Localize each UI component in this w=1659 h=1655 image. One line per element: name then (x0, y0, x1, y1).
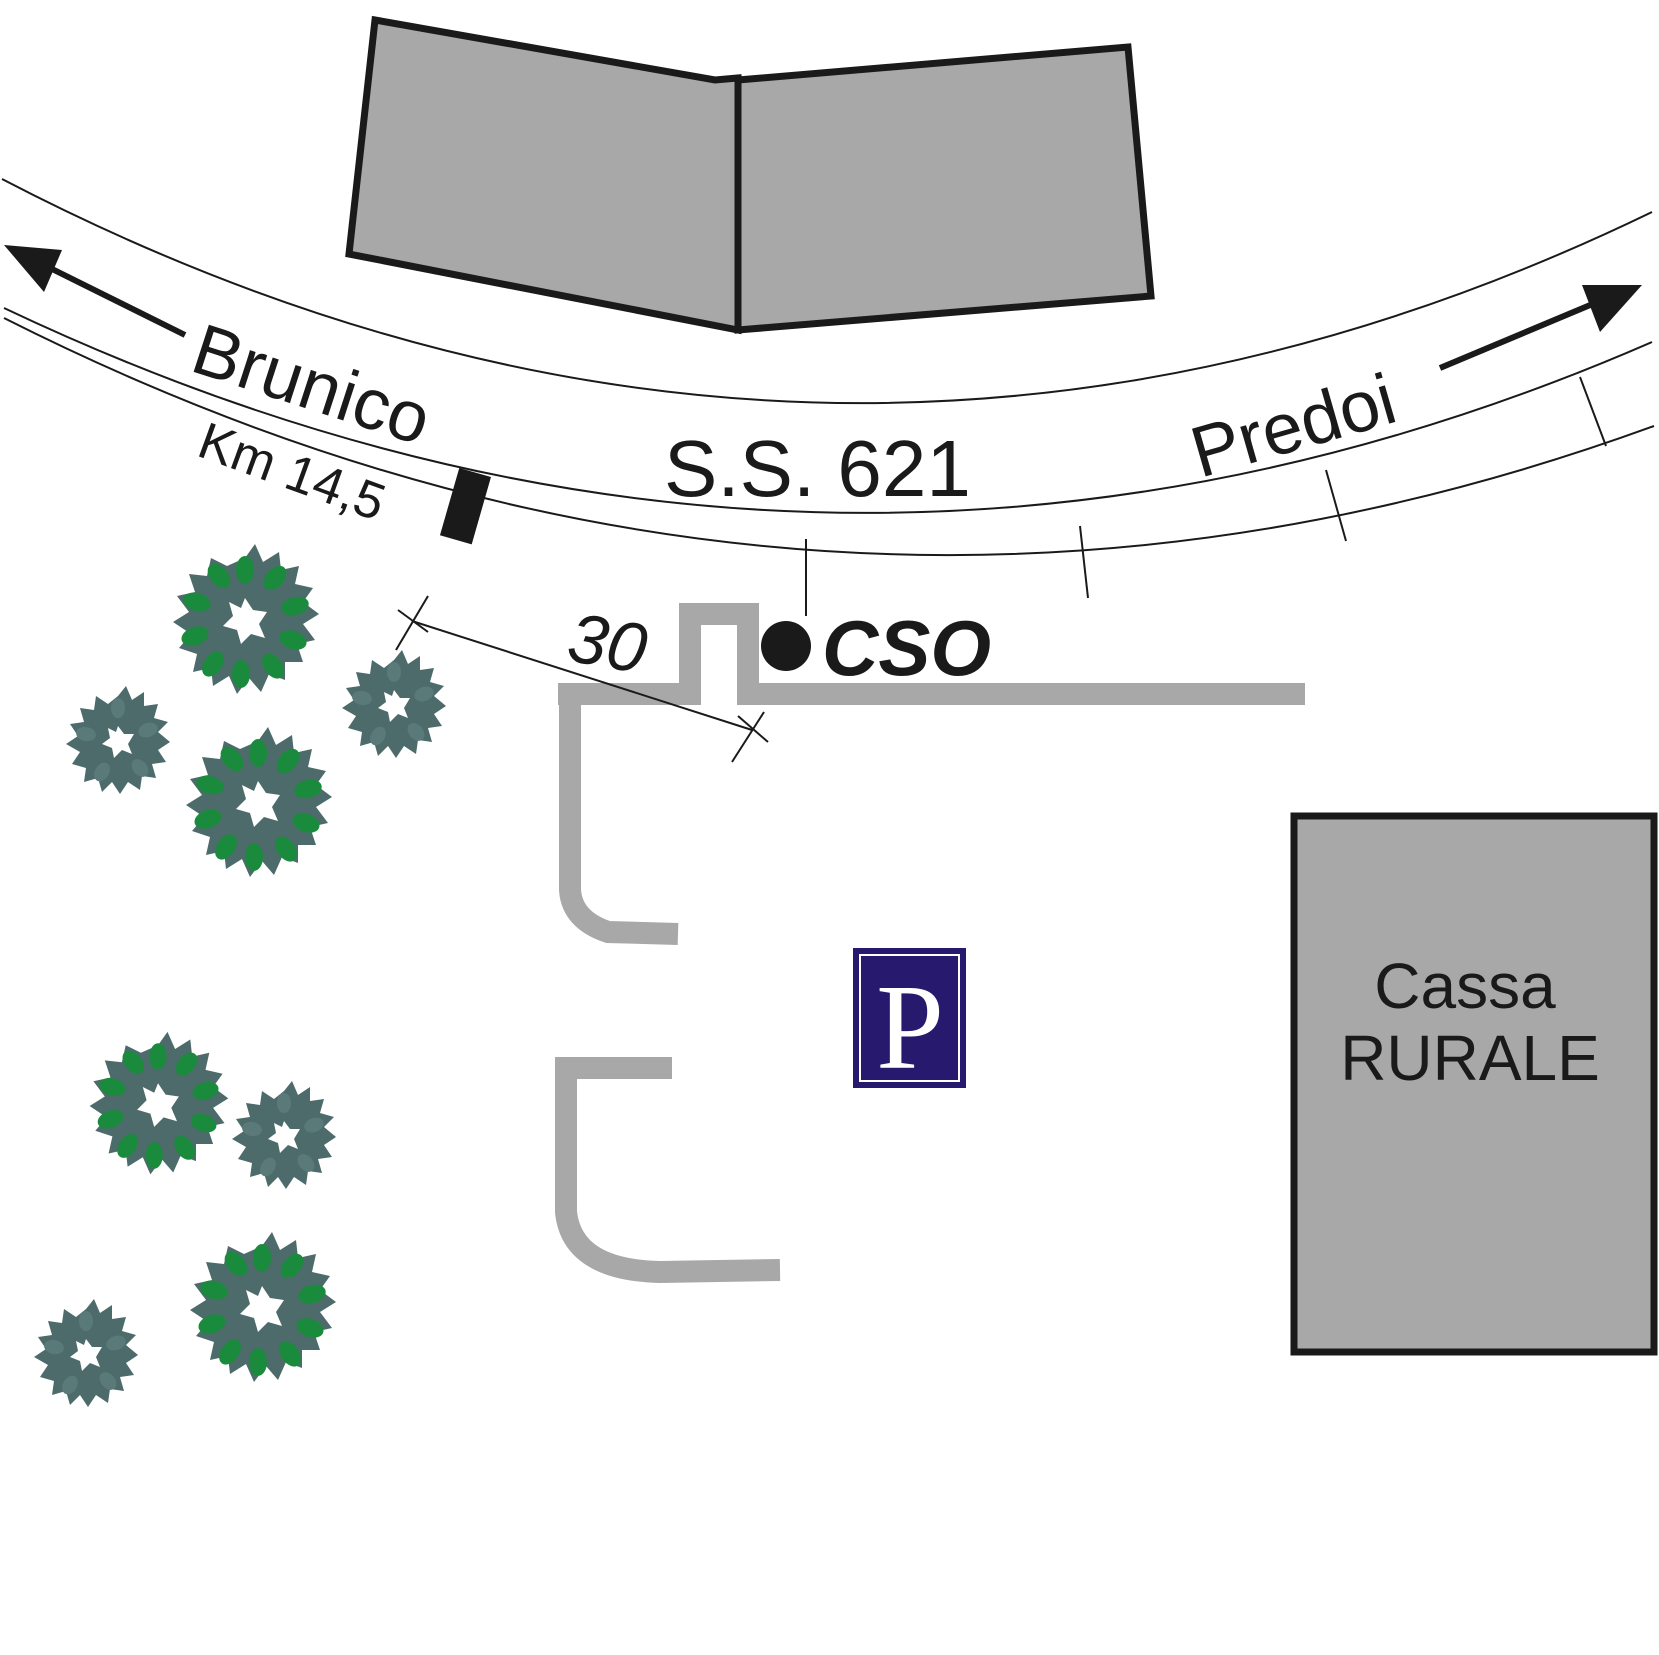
arrow-to-brunico (4, 245, 187, 338)
label-cso: CSO (822, 604, 991, 692)
building-top (345, 15, 1155, 335)
sidewalk-dividers (805, 376, 1607, 616)
cso-point-marker (761, 621, 811, 671)
tree-icon (173, 544, 319, 694)
footpaths (555, 603, 1305, 1284)
tree-icon (232, 1081, 336, 1189)
trees (34, 544, 446, 1407)
label-bank-line1: Cassa (1374, 950, 1556, 1022)
tree-icon (190, 1232, 336, 1382)
parking-symbol: P (876, 960, 944, 1095)
km-post-marker (439, 467, 491, 545)
tree-icon (342, 650, 446, 758)
road-ss621 (1, 178, 1655, 557)
label-distance: 30 (562, 598, 652, 688)
tree-icon (34, 1299, 138, 1407)
tree-icon (186, 727, 332, 877)
parking-icon: P (853, 948, 966, 1095)
label-bank-line2: RURALE (1340, 1022, 1600, 1094)
building-cassa-rurale: Cassa RURALE (1290, 812, 1658, 1356)
label-road-name: S.S. 621 (664, 424, 971, 513)
label-predoi: Predoi (1182, 359, 1404, 493)
arrow-to-predoi (1438, 285, 1642, 371)
distance-measure (395, 595, 769, 763)
tree-icon (66, 686, 170, 794)
tree-icon (89, 1031, 229, 1175)
